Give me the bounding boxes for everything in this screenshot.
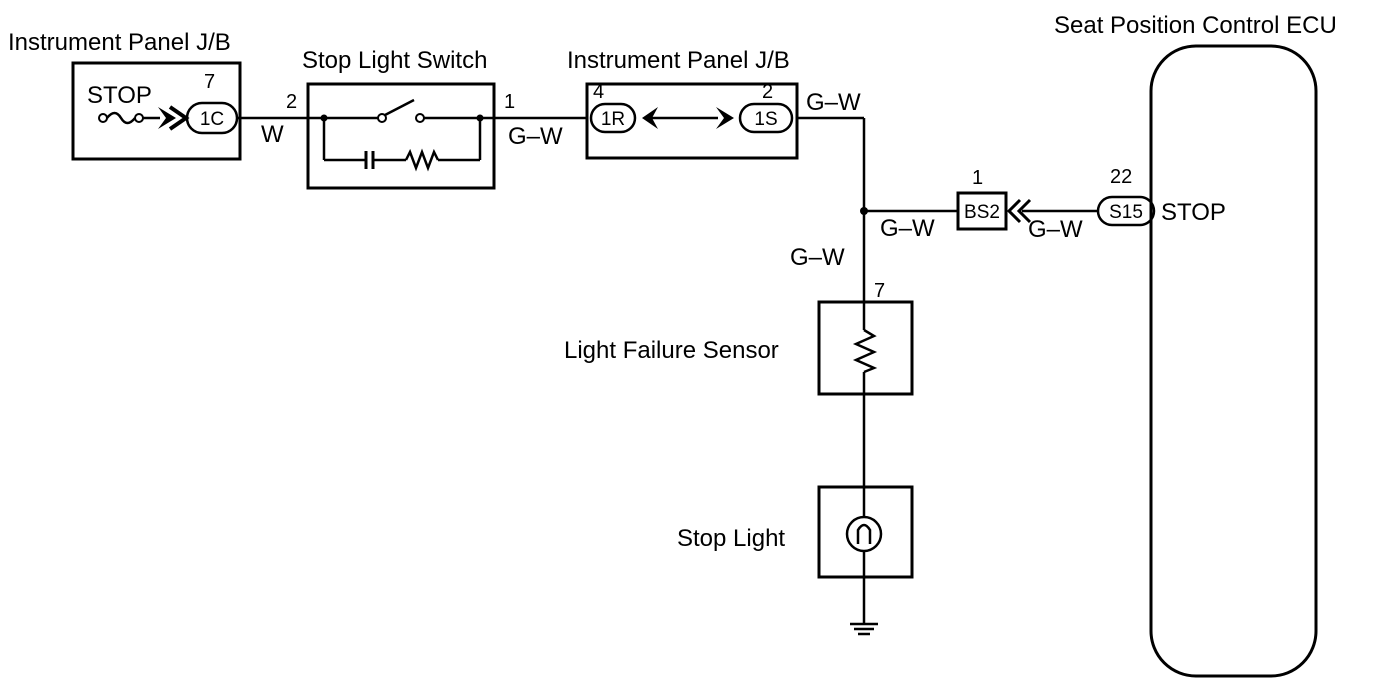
connector-s15-label: S15 (1109, 202, 1143, 223)
stop-light-switch: Stop Light Switch 2 1 (286, 47, 515, 190)
junction-arrow-icon (1006, 198, 1032, 224)
instrument-panel-jb-right: Instrument Panel J/B 4 1R 2 1S (567, 47, 799, 160)
resistor-icon (404, 148, 440, 172)
sensor-pin: 7 (874, 280, 885, 302)
ecu-terminal-label: STOP (1161, 199, 1226, 226)
ecu-box (1149, 44, 1318, 678)
switch-box (306, 82, 496, 190)
sensor-resistor-icon (852, 328, 878, 374)
wire-gw-3-label: G–W (880, 215, 935, 242)
jb-right-box (585, 82, 799, 160)
connector-1c-label: 1C (200, 109, 224, 130)
jb-left-pin: 7 (204, 71, 215, 93)
stop-light: Stop Light (677, 485, 914, 579)
sensor-box (817, 300, 914, 396)
stop-light-title: Stop Light (677, 525, 785, 552)
bulb-icon (845, 515, 883, 553)
connector-1r-label: 1R (601, 109, 625, 130)
connector-arrow-right-icon (716, 107, 734, 129)
light-failure-sensor: 7 Light Failure Sensor (564, 280, 914, 396)
connector-1s (738, 102, 794, 134)
jb-left-box (71, 61, 242, 161)
sensor-title: Light Failure Sensor (564, 337, 779, 364)
wire-gw-2-label: G–W (806, 89, 861, 116)
connector-1s-label: 1S (754, 109, 777, 130)
jb-left-fuse-label: STOP (87, 82, 152, 109)
switch-pin-in: 2 (286, 91, 297, 113)
junction-label: BS2 (964, 202, 1000, 223)
wire-gw-1-label: G–W (508, 123, 563, 150)
wire-w-label: W (261, 121, 284, 148)
seat-position-control-ecu: Seat Position Control ECU 22 S15 STOP (1054, 12, 1337, 678)
connector-1r (589, 102, 637, 134)
switch-contact-icon (377, 98, 425, 123)
wire-gw-4-label: G–W (1028, 216, 1083, 243)
stop-fuse-icon (98, 111, 160, 125)
junction-pin: 1 (972, 167, 983, 189)
junction-bs2: 1 BS2 (956, 167, 1032, 231)
connector-male-arrow-icon (158, 107, 176, 129)
ecu-title: Seat Position Control ECU (1054, 12, 1337, 39)
jb-left-title: Instrument Panel J/B (8, 29, 231, 56)
wire-gw-5-label: G–W (790, 244, 845, 271)
instrument-panel-jb-left: Instrument Panel J/B STOP 7 1C (8, 29, 242, 161)
jb-right-title: Instrument Panel J/B (567, 47, 790, 74)
connector-s15 (1096, 195, 1156, 227)
junction-box (956, 191, 1008, 231)
jb-right-pin-out: 2 (762, 81, 773, 103)
jb-right-pin-in: 4 (593, 81, 604, 103)
switch-title: Stop Light Switch (302, 47, 487, 74)
ground-icon (850, 622, 878, 636)
capacitor-icon (364, 151, 375, 169)
stop-light-box (817, 485, 914, 579)
connector-arrow-left-icon (642, 107, 658, 129)
ecu-pin: 22 (1110, 166, 1132, 188)
switch-pin-out: 1 (504, 91, 515, 113)
